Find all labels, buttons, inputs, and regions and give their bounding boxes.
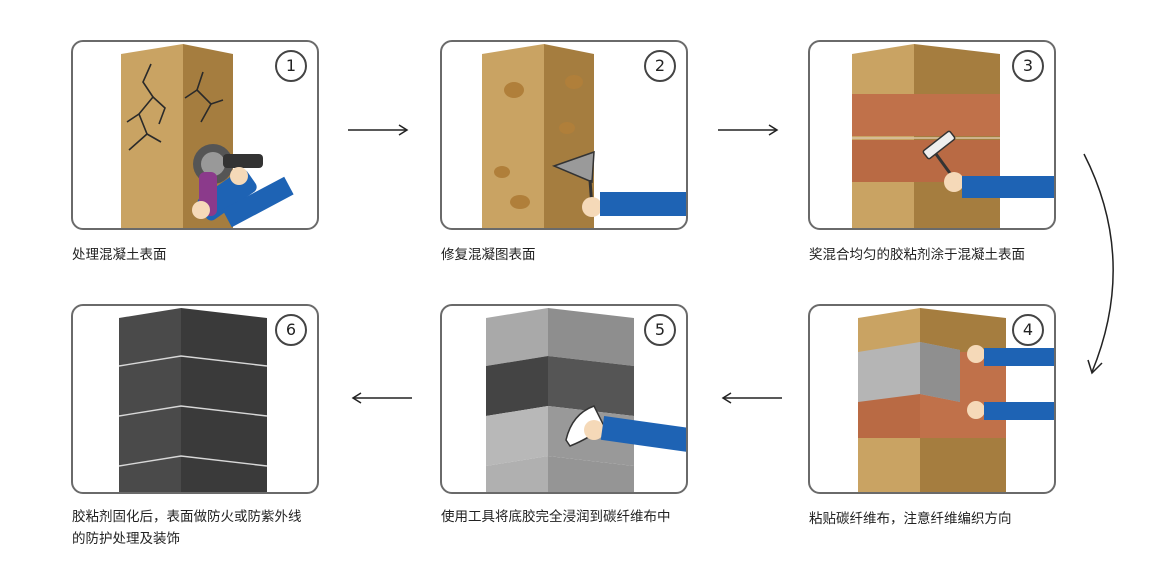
hand xyxy=(944,172,964,192)
step-5-panel: 5 xyxy=(440,304,688,494)
crack-lines xyxy=(126,63,224,151)
trowel-icon xyxy=(551,150,595,184)
hand xyxy=(584,420,604,440)
glue-band xyxy=(852,140,1000,182)
glue-band xyxy=(852,94,1000,136)
step-2-panel: 2 xyxy=(440,40,688,230)
step-2-illustration xyxy=(482,44,686,228)
step-6-panel: 6 xyxy=(71,304,319,494)
sleeve xyxy=(962,176,1054,198)
arrow-left-icon xyxy=(721,392,782,404)
hand xyxy=(967,401,985,419)
step-1-caption: 处理混凝土表面 xyxy=(72,247,167,263)
roller-icon xyxy=(922,130,956,160)
step-2-caption: 修复混凝图表面 xyxy=(441,247,536,263)
hand xyxy=(967,345,985,363)
step-number-badge: 6 xyxy=(275,314,307,346)
step-number-badge: 1 xyxy=(275,50,307,82)
arrow-left-icon xyxy=(351,392,412,404)
arrow-curved-down-icon xyxy=(1083,153,1114,375)
sheet-seams xyxy=(118,355,268,467)
step-4-panel: 4 xyxy=(808,304,1056,494)
step-number-badge: 2 xyxy=(644,50,676,82)
sleeve xyxy=(984,348,1054,366)
sleeve xyxy=(984,402,1054,420)
step-5-caption: 使用工具将底胶完全浸润到碳纤维布中 xyxy=(441,509,671,525)
step-4-caption: 粘贴碳纤维布，注意纤维编织方向 xyxy=(809,511,1012,527)
arrow-right-icon xyxy=(718,124,779,136)
step-4-illustration xyxy=(858,308,1054,492)
step-1-illustration xyxy=(121,44,294,228)
step-number-badge: 3 xyxy=(1012,50,1044,82)
step-3-panel: 3 xyxy=(808,40,1056,230)
step-1-panel: 1 xyxy=(71,40,319,230)
arrow-right-icon xyxy=(348,124,409,136)
step-6-caption: 胶粘剂固化后，表面做防火或防紫外线的防护处理及装饰 xyxy=(72,509,302,547)
step-3-caption: 奖混合均匀的胶粘剂涂于混凝土表面 xyxy=(809,247,1025,263)
step-number-badge: 4 xyxy=(1012,314,1044,346)
hand xyxy=(582,197,602,217)
step-number-badge: 5 xyxy=(644,314,676,346)
sleeve xyxy=(600,415,686,453)
step-3-illustration xyxy=(852,44,1054,228)
patch-marks xyxy=(494,75,583,209)
step-5-illustration xyxy=(486,308,686,492)
sleeve xyxy=(600,192,686,216)
step-6-illustration xyxy=(118,308,268,492)
